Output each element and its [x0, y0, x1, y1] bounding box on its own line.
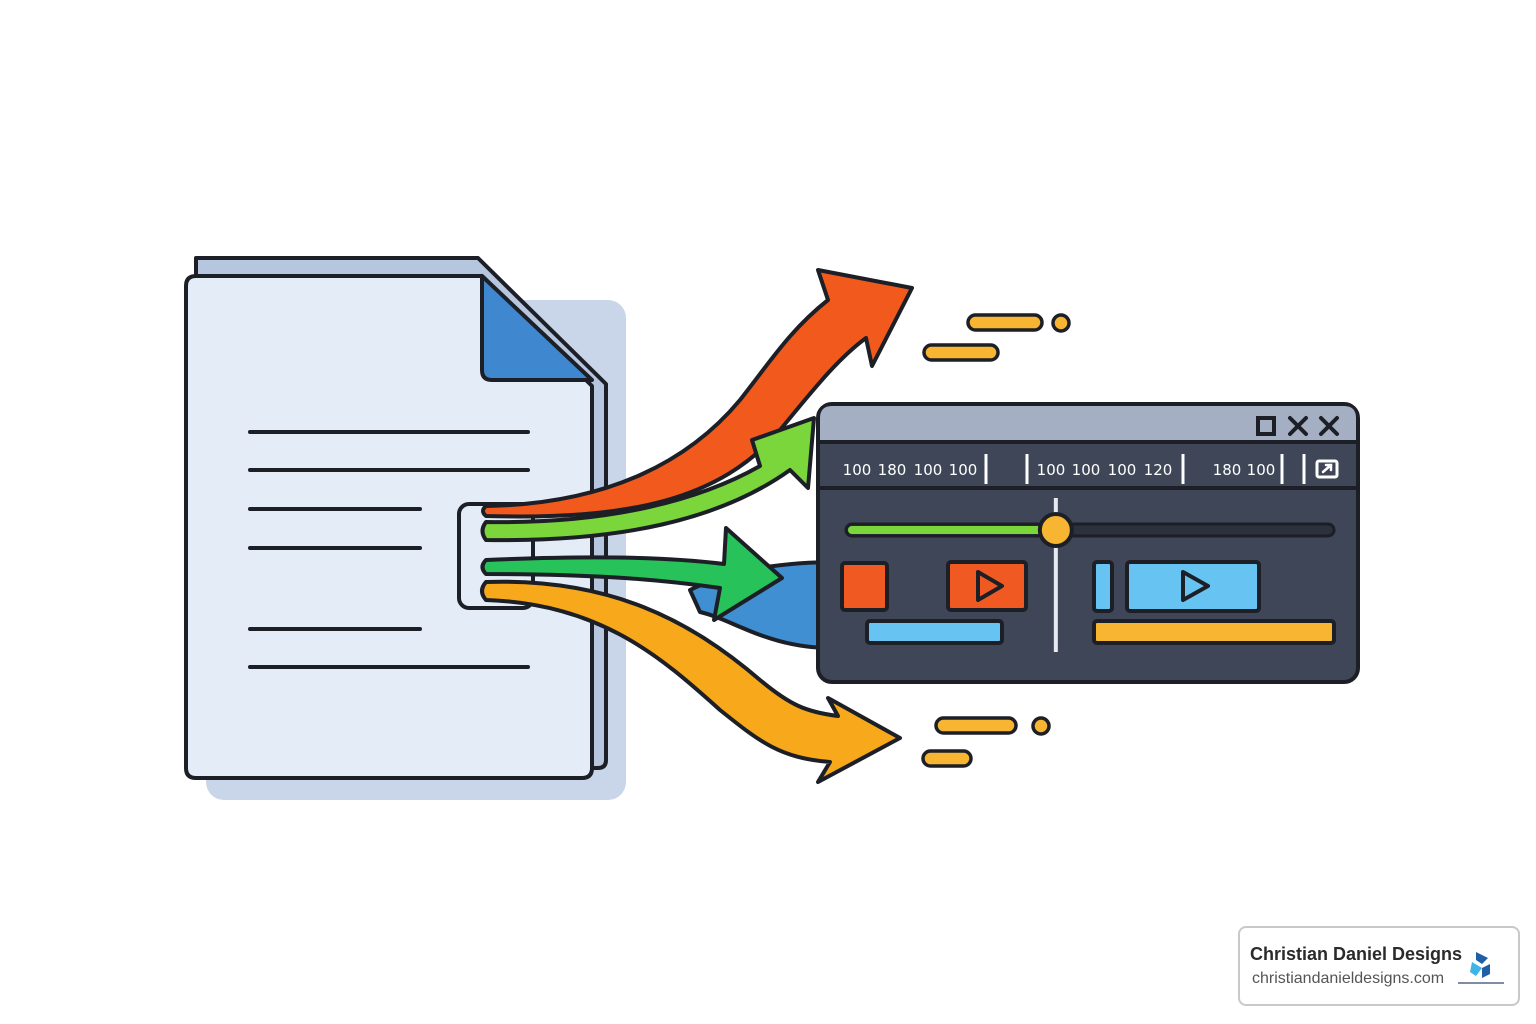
ruler-tick-label: 180 — [1213, 461, 1242, 479]
play-clip-orange[interactable] — [946, 560, 1028, 612]
scrubber-progress — [848, 526, 1056, 534]
clip-blue-marker[interactable] — [1092, 560, 1114, 613]
timeline-scrubber[interactable] — [844, 522, 1336, 538]
close-icon[interactable] — [1319, 416, 1339, 436]
play-clip-blue[interactable] — [1125, 560, 1261, 613]
document-text-lines — [248, 430, 530, 669]
brand-url: christiandanieldesigns.com — [1252, 970, 1445, 987]
ruler-tick-label: 180 — [878, 461, 907, 479]
brand-watermark: Christian Daniel Designs christiandaniel… — [1238, 926, 1520, 1006]
clip-blue-bar[interactable] — [865, 619, 1004, 645]
ruler-tick-label: 100 — [1037, 461, 1066, 479]
motion-lines-bottom — [921, 716, 1051, 768]
orange-arrow — [480, 579, 902, 784]
brand-logo-icon — [1458, 952, 1504, 984]
export-icon[interactable] — [1315, 459, 1339, 479]
playhead-handle[interactable] — [1037, 512, 1074, 548]
document-icon — [184, 256, 626, 800]
timeline-window: 100 180 100 100 100 100 100 120 180 100 — [816, 402, 1360, 684]
document-page — [184, 274, 594, 780]
ruler-tick-label: 100 — [914, 461, 943, 479]
timeline-titlebar — [820, 406, 1356, 442]
ruler-tick-label: 100 — [1247, 461, 1276, 479]
ruler-tick-label: 100 — [1108, 461, 1137, 479]
dark-green-arrow — [480, 526, 784, 622]
close-icon[interactable] — [1288, 416, 1308, 436]
clip-orange-stop[interactable] — [840, 561, 889, 612]
document-fold — [480, 274, 594, 382]
red-arrow — [481, 268, 914, 519]
brand-name: Christian Daniel Designs — [1250, 944, 1463, 964]
play-icon — [976, 570, 1004, 602]
ruler-tick-label: 120 — [1144, 461, 1173, 479]
maximize-icon[interactable] — [1256, 416, 1276, 436]
timeline-ruler — [820, 444, 1356, 488]
play-icon — [1181, 570, 1210, 602]
light-green-arrow — [480, 416, 816, 543]
motion-lines-top — [922, 313, 1071, 362]
clip-orange-bar[interactable] — [1092, 619, 1336, 645]
ruler-tick-label: 100 — [1072, 461, 1101, 479]
ruler-tick-label: 100 — [843, 461, 872, 479]
ruler-tick-label: 100 — [949, 461, 978, 479]
